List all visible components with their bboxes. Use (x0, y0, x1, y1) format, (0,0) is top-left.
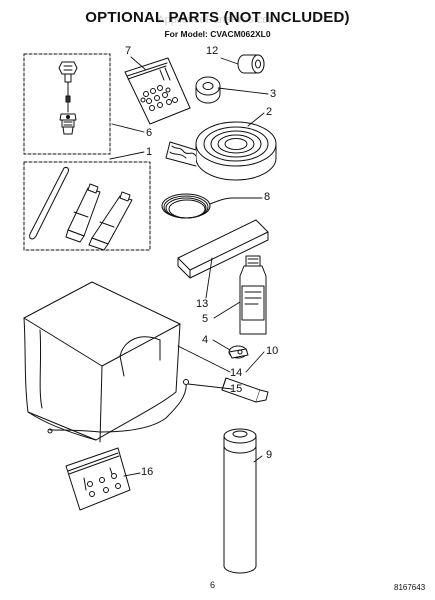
callout-14: 14 (230, 367, 243, 379)
callout-1: 1 (146, 146, 153, 158)
callout-9: 9 (266, 449, 273, 461)
grommet-part-4 (229, 346, 248, 358)
insulation-coil-part-2 (166, 122, 276, 180)
callout-15: 15 (230, 383, 243, 395)
callout-16: 16 (141, 466, 154, 478)
dashed-box-part-1 (24, 162, 150, 250)
tube-rod-part-1 (30, 167, 69, 238)
document-number: 8167643 (394, 583, 426, 592)
wire-coil-part-8 (162, 194, 232, 218)
fitting-bag-part-7 (125, 58, 190, 124)
valve-fitting-part-6 (59, 62, 77, 134)
sealant-tube-b-part-1 (89, 192, 132, 250)
foam-block-part-13 (178, 220, 268, 278)
callout-8: 8 (264, 191, 271, 203)
small-tape-roll-part-3 (196, 77, 220, 103)
hardware-bag-part-16 (66, 448, 130, 510)
callout-10: 10 (266, 345, 279, 357)
callout-2: 2 (266, 106, 273, 118)
unit-cover-part-14 (24, 282, 180, 442)
leader-lines (110, 57, 268, 476)
sealant-tube-a-part-1 (66, 184, 100, 242)
drawstring-cord-part-15 (48, 380, 189, 434)
page-number: 6 (210, 580, 216, 590)
dashed-box-part-6 (24, 54, 110, 154)
callout-5: 5 (202, 313, 209, 325)
callout-6: 6 (146, 127, 153, 139)
callout-12: 12 (206, 45, 219, 57)
spray-can-part-9 (224, 429, 256, 573)
callout-3: 3 (270, 88, 277, 100)
model-subtitle: For Model: CVACM062XL0 (164, 29, 271, 39)
callout-13: 13 (196, 298, 209, 310)
watermark-text: AppliancePartsPros.com (157, 14, 278, 26)
callout-7: 7 (125, 45, 132, 57)
callout-4: 4 (202, 334, 209, 346)
cleaner-bottle-part-5 (240, 256, 266, 334)
tape-roll-part-12 (238, 55, 264, 73)
diagram-title: OPTIONAL PARTS (NOT INCLUDED) (85, 9, 350, 26)
lubricant-tube-part-10 (222, 378, 268, 402)
